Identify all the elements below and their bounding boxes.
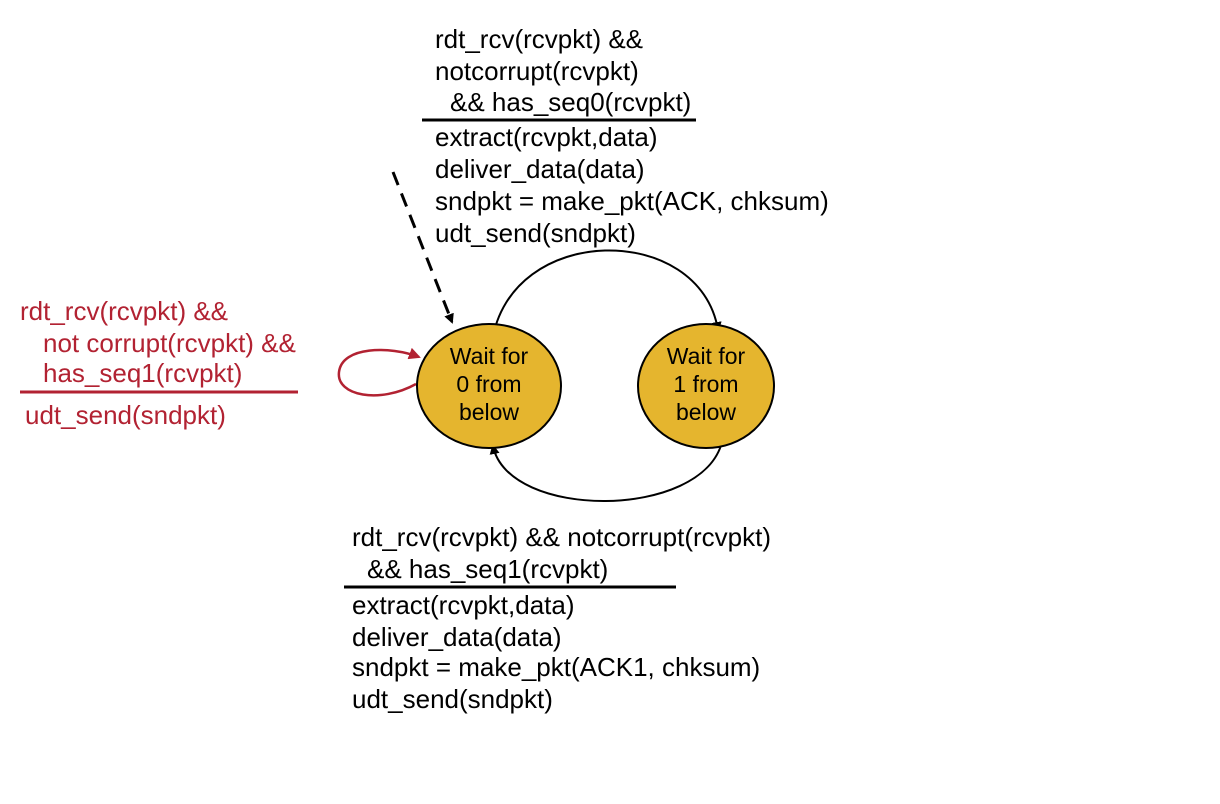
action-line: extract(rcvpkt,data)	[352, 590, 575, 620]
action-line: deliver_data(data)	[352, 622, 562, 652]
condition-line: notcorrupt(rcvpkt)	[435, 56, 639, 86]
action-line: extract(rcvpkt,data)	[435, 122, 658, 152]
state-label: 1 from	[673, 371, 738, 397]
state-label: 0 from	[456, 371, 521, 397]
transition-arrow-1-to-0	[489, 441, 723, 502]
state-wait-for-1: Wait for 1 from below	[637, 323, 775, 449]
state-label: below	[459, 399, 519, 425]
condition-line: && has_seq0(rcvpkt)	[450, 87, 691, 117]
state-label: below	[676, 399, 736, 425]
action-line: sndpkt = make_pkt(ACK, chksum)	[435, 186, 829, 216]
action-line: udt_send(sndpkt)	[25, 400, 226, 430]
action-line: udt_send(sndpkt)	[435, 218, 636, 248]
action-line: sndpkt = make_pkt(ACK1, chksum)	[352, 652, 760, 682]
condition-line: rdt_rcv(rcvpkt) &&	[435, 24, 643, 54]
state-wait-for-0: Wait for 0 from below	[416, 323, 562, 449]
self-loop-transition-label: rdt_rcv(rcvpkt) && not corrupt(rcvpkt) &…	[20, 296, 298, 430]
transition-arrow-0-to-1	[491, 249, 722, 343]
action-line: udt_send(sndpkt)	[352, 684, 553, 714]
condition-line: has_seq1(rcvpkt)	[43, 358, 242, 388]
self-loop-arrow	[337, 347, 421, 397]
state-label: Wait for	[667, 343, 746, 369]
condition-line: not corrupt(rcvpkt) &&	[43, 328, 296, 358]
action-line: deliver_data(data)	[435, 154, 645, 184]
condition-line: && has_seq1(rcvpkt)	[367, 554, 608, 584]
condition-line: rdt_rcv(rcvpkt) && notcorrupt(rcvpkt)	[352, 522, 771, 552]
state-label: Wait for	[450, 343, 529, 369]
top-transition-label: rdt_rcv(rcvpkt) && notcorrupt(rcvpkt) &&…	[422, 24, 829, 248]
initial-state-arrow	[391, 171, 454, 324]
bottom-transition-label: rdt_rcv(rcvpkt) && notcorrupt(rcvpkt) &&…	[344, 522, 771, 714]
condition-line: rdt_rcv(rcvpkt) &&	[20, 296, 228, 326]
